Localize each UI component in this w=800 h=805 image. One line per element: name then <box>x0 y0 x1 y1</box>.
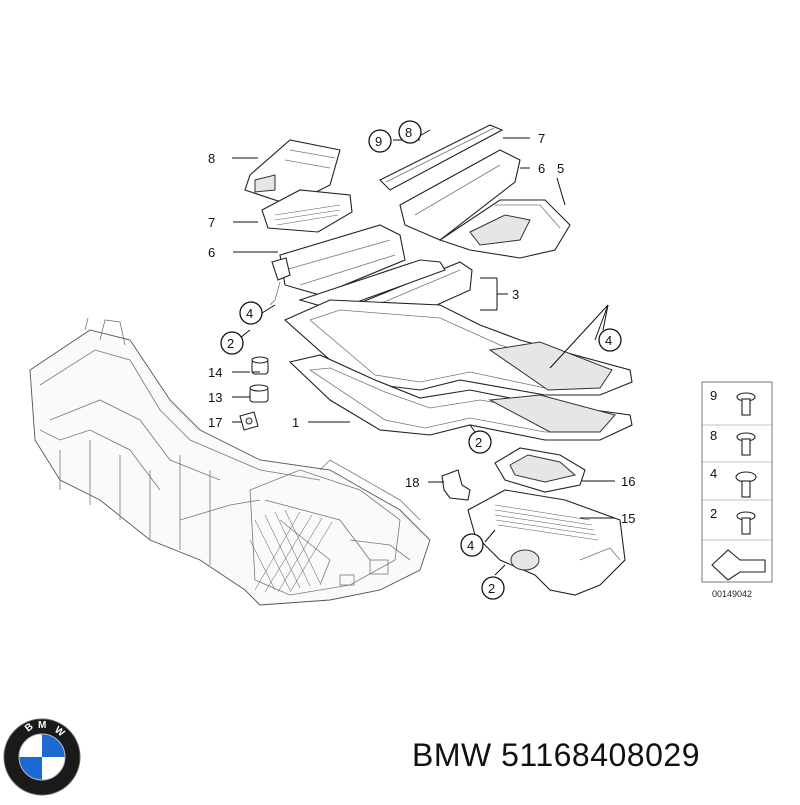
callout-4b: 4 <box>605 333 612 348</box>
part-15 <box>467 489 626 596</box>
callout-15: 15 <box>621 511 635 526</box>
callout-3: 3 <box>512 287 519 302</box>
callout-2-circle-a <box>220 331 244 355</box>
part-14 <box>251 356 269 375</box>
callout-2a: 2 <box>227 336 234 351</box>
screw-icon <box>736 511 756 535</box>
part-17 <box>239 411 259 431</box>
callout-10: 6 <box>208 245 215 260</box>
callout-4-circle-c <box>460 533 484 557</box>
callout-11: 7 <box>208 215 215 230</box>
arrow-icon <box>711 549 766 581</box>
part-11 <box>261 189 353 233</box>
part-12 <box>244 139 341 206</box>
legend-label-8: 8 <box>710 428 717 443</box>
callout-8-circle <box>398 120 422 144</box>
callout-7: 7 <box>538 131 545 146</box>
callout-2-circle-c <box>481 576 505 600</box>
callout-4-circle-a <box>239 301 263 325</box>
part-16 <box>494 447 586 493</box>
part-7 <box>379 124 504 191</box>
callout-17: 17 <box>208 415 222 430</box>
callout-14: 14 <box>208 365 222 380</box>
callout-1: 1 <box>292 415 299 430</box>
callout-5: 5 <box>557 161 564 176</box>
part-5 <box>438 199 571 259</box>
bmw-logo: B M W <box>3 718 81 796</box>
callout-13: 13 <box>208 390 222 405</box>
callout-2-circle-b <box>468 430 492 454</box>
legend-label-9: 9 <box>710 388 717 403</box>
callout-8: 8 <box>405 125 412 140</box>
callout-9-circle <box>368 129 392 153</box>
screw-legend: 9 8 4 2 00149042 <box>701 381 773 599</box>
part-number-caption: BMW 51168408029 <box>412 737 700 773</box>
callout-16: 16 <box>621 474 635 489</box>
callout-12: 8 <box>208 151 215 166</box>
screw-icon <box>736 432 756 456</box>
part-18 <box>441 469 471 501</box>
part-1 <box>288 354 633 441</box>
part-6 <box>399 149 521 241</box>
callout-4a: 4 <box>246 306 253 321</box>
part-13 <box>249 384 269 403</box>
screw-icon <box>735 471 757 498</box>
callout-6: 6 <box>538 161 545 176</box>
screw-icon <box>736 392 756 416</box>
callout-2b: 2 <box>475 435 482 450</box>
part-10 <box>269 224 406 306</box>
callout-4c: 4 <box>467 538 474 553</box>
callouts: 8 7 6 4 2 14 13 17 1 9 8 7 6 5 3 4 2 18 … <box>208 120 635 600</box>
legend-label-2: 2 <box>710 506 717 521</box>
callout-2c: 2 <box>488 581 495 596</box>
console-frame <box>29 317 431 606</box>
callout-18: 18 <box>405 475 419 490</box>
reference-code: 00149042 <box>712 589 752 599</box>
legend-label-4: 4 <box>710 466 717 481</box>
svg-text:M: M <box>38 720 46 731</box>
callout-4-circle-b <box>598 328 622 352</box>
callout-9: 9 <box>375 134 382 149</box>
